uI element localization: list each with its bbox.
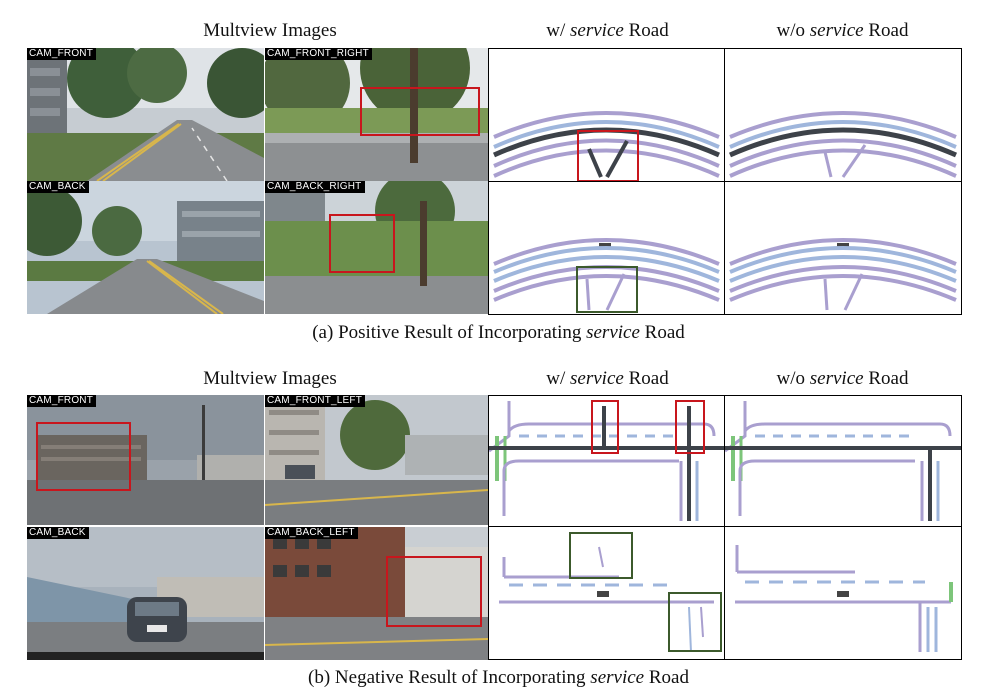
- photo-cam-back-right-a: CAM_BACK_RIGHT: [265, 181, 488, 314]
- photo-cam-back-b: CAM_BACK: [27, 527, 264, 660]
- header-without-service-a: w/o service Road: [776, 20, 909, 41]
- map-with-service-top-b: [488, 395, 725, 527]
- cam-label: CAM_FRONT: [27, 395, 97, 407]
- map-with-service-top-a: [488, 48, 725, 182]
- map-without-service-top-a: [724, 48, 962, 182]
- cam-label: CAM_FRONT_LEFT: [265, 395, 366, 407]
- map-without-service-bottom-a: [724, 181, 962, 315]
- map-with-service-bottom-b: [488, 526, 725, 660]
- map-without-service-top-b: [724, 395, 962, 527]
- caption-b: (b) Negative Result of Incorporating ser…: [308, 667, 689, 688]
- header-multiview-a: Multview Images: [203, 20, 337, 41]
- cam-label: CAM_BACK_RIGHT: [265, 181, 365, 193]
- cam-label: CAM_FRONT: [27, 48, 97, 60]
- header-with-service-a: w/ service Road: [546, 20, 669, 41]
- photo-cam-front-a: CAM_FRONT: [27, 48, 264, 181]
- cam-label: CAM_BACK_LEFT: [265, 527, 358, 539]
- header-with-service-b: w/ service Road: [546, 368, 669, 389]
- photo-cam-back-a: CAM_BACK: [27, 181, 264, 314]
- cam-label: CAM_FRONT_RIGHT: [265, 48, 372, 60]
- photo-cam-back-left-b: CAM_BACK_LEFT: [265, 527, 488, 660]
- map-without-service-bottom-b: [724, 526, 962, 660]
- photo-cam-front-b: CAM_FRONT: [27, 395, 264, 525]
- cam-label: CAM_BACK: [27, 181, 89, 193]
- caption-a: (a) Positive Result of Incorporating ser…: [312, 322, 685, 343]
- photo-cam-front-right-a: CAM_FRONT_RIGHT: [265, 48, 488, 181]
- header-without-service-b: w/o service Road: [776, 368, 909, 389]
- map-with-service-bottom-a: [488, 181, 725, 315]
- photo-cam-front-left-b: CAM_FRONT_LEFT: [265, 395, 488, 525]
- header-multiview-b: Multview Images: [203, 368, 337, 389]
- cam-label: CAM_BACK: [27, 527, 89, 539]
